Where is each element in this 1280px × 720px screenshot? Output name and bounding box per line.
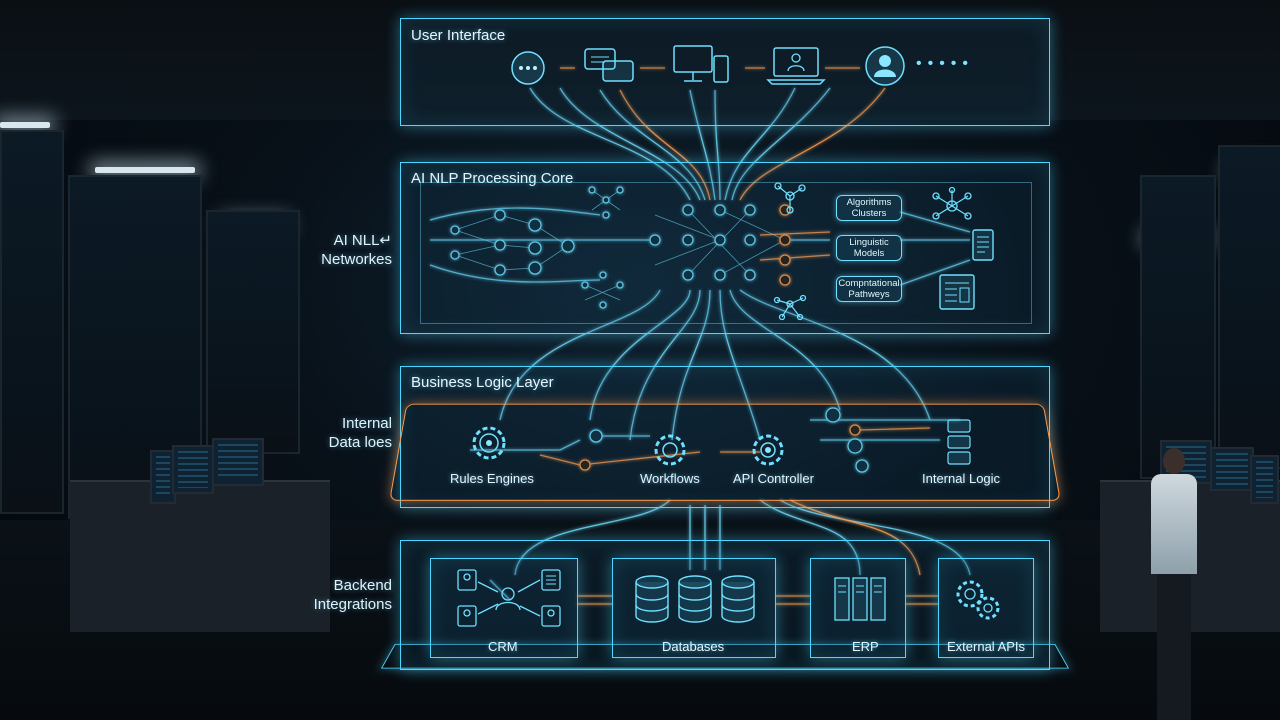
erp-module <box>810 558 906 658</box>
linguistic-models-box: Linguistic Models <box>836 235 902 261</box>
erp-label: ERP <box>852 639 879 654</box>
backend-side-label-line1: Backend <box>333 577 392 594</box>
backend-panel <box>400 540 1050 670</box>
office-window <box>0 130 64 514</box>
logic-side-label-line2: Data loes <box>328 434 392 451</box>
office-window <box>206 210 300 454</box>
gear-icon <box>466 420 512 466</box>
monitor <box>212 438 264 486</box>
ellipsis-icon: ••••• <box>916 55 975 72</box>
ceiling-light <box>0 122 50 128</box>
crm-label: CRM <box>488 639 518 654</box>
office-window <box>1218 145 1280 469</box>
backend-side-label-line2: Integrations <box>313 596 392 613</box>
algorithms-clusters-box: Algorithms Clusters <box>836 195 902 221</box>
logic-side-label-line1: Internal <box>341 415 392 432</box>
ceiling <box>0 0 1280 120</box>
monitor <box>1250 455 1279 504</box>
crm-users-icon <box>450 566 566 630</box>
logic-side-label: Internal Data loes <box>300 414 392 452</box>
user-interface-title: User Interface <box>411 27 506 44</box>
crm-module <box>430 558 578 658</box>
laptop-user-icon <box>766 44 826 88</box>
hub-network-icon <box>772 178 808 214</box>
rules-engines-label: Rules Engines <box>450 471 534 486</box>
backend-side-label: Backend Integrations <box>300 576 392 614</box>
node-icon <box>942 418 978 468</box>
desktop-mobile-icon <box>672 44 732 88</box>
neural-network-icon <box>930 186 974 226</box>
gear-icon <box>650 430 690 470</box>
nlp-side-label-line1: AI NLL↵ <box>333 232 392 249</box>
api-controller-label: API Controller <box>733 471 814 486</box>
document-icon <box>970 228 996 262</box>
nlp-core-title: AI NLP Processing Core <box>411 170 574 187</box>
monitor <box>172 445 214 494</box>
document-icon <box>937 272 977 312</box>
chat-dots-icon <box>510 50 546 86</box>
nlp-side-label: AI NLL↵ Networkes <box>300 231 392 269</box>
standing-person <box>1145 448 1205 720</box>
user-interface-panel: User Interface <box>400 18 1050 126</box>
nlp-core-inner-frame <box>420 182 1032 324</box>
monitor <box>1210 447 1254 491</box>
business-logic-panel: Business Logic Layer <box>400 366 1050 508</box>
business-logic-title: Business Logic Layer <box>411 374 554 391</box>
databases-label: Databases <box>662 639 725 654</box>
workflows-label: Workflows <box>640 471 700 486</box>
nlp-side-label-line2: Networkes <box>321 251 392 268</box>
internal-logic-label: Internal Logic <box>922 471 1001 486</box>
external-apis-module <box>938 558 1034 658</box>
gears-icon <box>950 574 1006 624</box>
monitor <box>150 450 176 504</box>
ceiling-light <box>95 167 195 173</box>
hub-network-icon <box>772 286 808 322</box>
office-window <box>1140 175 1216 479</box>
chat-bubbles-icon <box>583 45 635 87</box>
database-icon <box>630 574 760 626</box>
gear-icon <box>748 430 788 470</box>
computational-pathways-box: Compntational Pathweys <box>836 276 902 302</box>
user-avatar-icon <box>864 45 906 87</box>
external-apis-label: External APIs <box>947 639 1026 654</box>
nlp-core-panel: AI NLP Processing Core <box>400 162 1050 334</box>
server-rack-icon <box>832 576 888 622</box>
